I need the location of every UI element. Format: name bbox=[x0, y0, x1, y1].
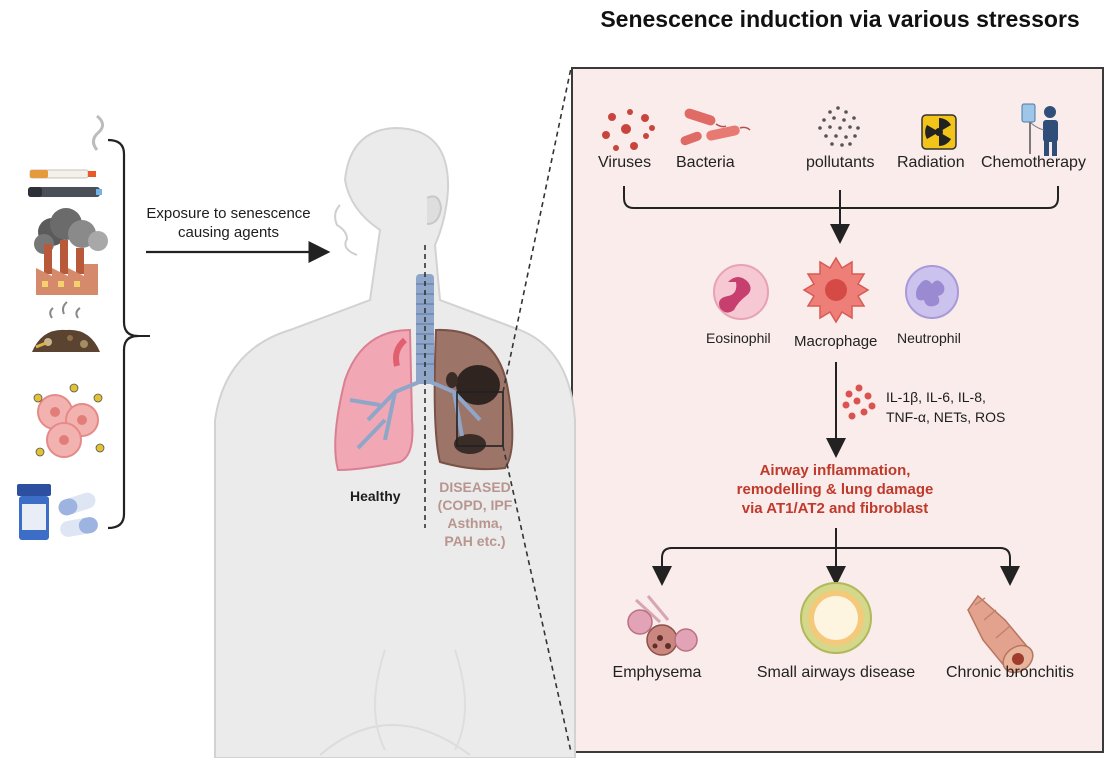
exposure-label: Exposure to senescence causing agents bbox=[126, 204, 331, 242]
healthy-label: Healthy bbox=[350, 488, 401, 504]
diseased-lung bbox=[425, 328, 514, 471]
diagram-title: Senescence induction via various stresso… bbox=[600, 6, 1080, 32]
cytokine-label-line2: TNF-α, NETs, ROS bbox=[886, 409, 1006, 425]
damaged-cells-icon bbox=[33, 383, 105, 458]
stressor-label-pollutants: pollutants bbox=[806, 154, 875, 171]
outcome-label-chronic-bronchitis: Chronic bronchitis bbox=[945, 664, 1075, 681]
outcome-label-emphysema: Emphysema bbox=[612, 664, 702, 681]
small-airway-icon bbox=[800, 582, 872, 654]
zoom-guide-bottom bbox=[502, 445, 572, 753]
neutrophil-icon bbox=[905, 265, 959, 319]
stressor-label-chemotherapy: Chemotherapy bbox=[981, 154, 1086, 171]
cell-label-neutrophil: Neutrophil bbox=[897, 330, 961, 346]
stressor-label-radiation: Radiation bbox=[897, 154, 965, 171]
emphysema-icon bbox=[627, 595, 698, 656]
cell-label-eosinophil: Eosinophil bbox=[706, 330, 771, 346]
zoom-box bbox=[456, 391, 504, 447]
inflammation-label-line3: via AT1/AT2 and fibroblast bbox=[741, 500, 929, 517]
bacteria-icon bbox=[680, 108, 751, 146]
cytokine-label: IL-1β, IL-6, IL-8, TNF-α, NETs, ROS bbox=[886, 387, 1005, 427]
inflammation-label-line1: Airway inflammation, bbox=[759, 462, 911, 479]
pill-bottle-icon bbox=[17, 484, 98, 540]
cytokine-label-line1: IL-1β, IL-6, IL-8, bbox=[886, 389, 986, 405]
stressor-label-bacteria: Bacteria bbox=[676, 154, 735, 171]
radiation-icon bbox=[921, 114, 957, 150]
cytokine-dots bbox=[842, 384, 876, 420]
diseased-label-line1: DISEASED bbox=[439, 479, 511, 495]
zoom-guide-top bbox=[502, 67, 572, 393]
outcome-arrows bbox=[652, 528, 1020, 586]
virus-icon bbox=[602, 109, 655, 151]
factory-smoke-icon bbox=[34, 208, 108, 295]
healthy-lung bbox=[334, 328, 425, 472]
diseased-label-line4: PAH etc.) bbox=[444, 533, 506, 549]
waste-pile-icon bbox=[32, 301, 100, 352]
diseased-label-line2: (COPD, IPF bbox=[437, 497, 513, 513]
exposure-label-line2: causing agents bbox=[178, 224, 279, 241]
bronchitis-icon bbox=[967, 594, 1034, 674]
chemotherapy-icon bbox=[1021, 103, 1058, 156]
cell-label-macrophage: Macrophage bbox=[794, 333, 878, 350]
diseased-label: DISEASED (COPD, IPF Asthma, PAH etc.) bbox=[425, 478, 525, 550]
eosinophil-icon bbox=[713, 264, 769, 320]
exposure-label-line1: Exposure to senescence bbox=[146, 205, 311, 222]
diseased-label-line3: Asthma, bbox=[447, 515, 503, 531]
inflammation-label: Airway inflammation, remodelling & lung … bbox=[700, 461, 970, 518]
pollutant-particles-icon bbox=[818, 106, 860, 147]
inflammation-label-line2: remodelling & lung damage bbox=[736, 481, 934, 498]
outcome-label-small-airways: Small airways disease bbox=[756, 664, 916, 681]
stressor-label-viruses: Viruses bbox=[598, 154, 652, 171]
curly-bracket bbox=[107, 138, 139, 530]
cigarette-icon bbox=[28, 114, 104, 197]
macrophage-icon bbox=[802, 256, 870, 324]
